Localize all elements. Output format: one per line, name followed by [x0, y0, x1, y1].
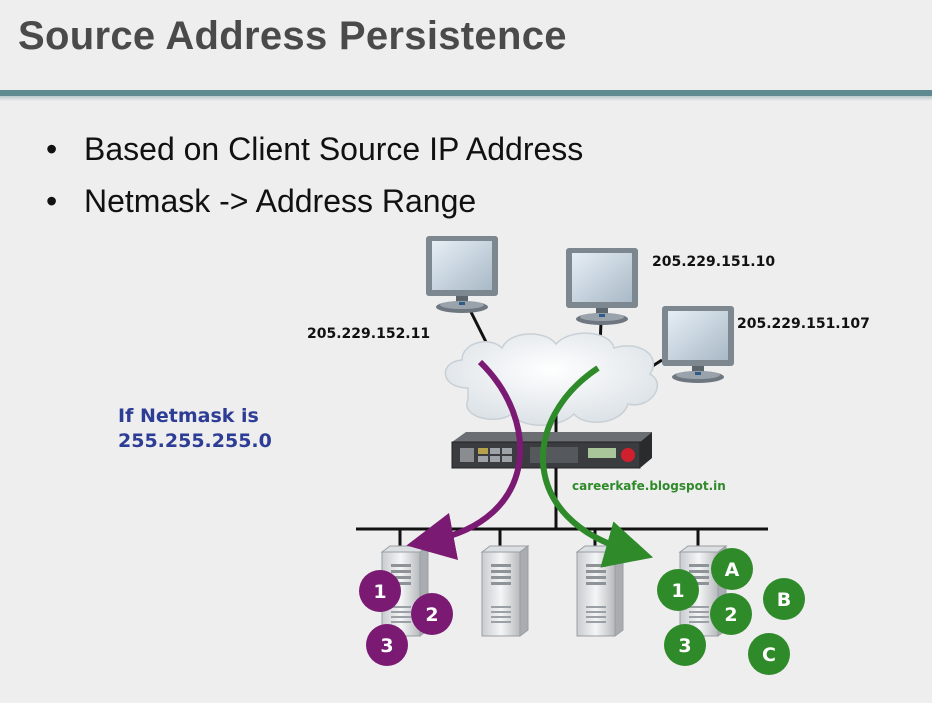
- green-connection-badges: 1 2 3 A B C: [657, 548, 805, 675]
- svg-text:A: A: [725, 559, 740, 581]
- client-ip-label: 205.229.151.107: [737, 316, 870, 332]
- svg-text:B: B: [777, 589, 791, 611]
- cloud-icon: [444, 332, 658, 426]
- purple-connection-arrow: [406, 359, 524, 561]
- connection-badge: 2: [710, 593, 752, 635]
- netmask-note-line: If Netmask is: [118, 405, 259, 427]
- svg-text:1: 1: [373, 581, 386, 603]
- netmask-note-value: 255.255.255.0: [118, 430, 272, 452]
- connection-badge: 3: [366, 624, 408, 666]
- connection-badge: 1: [359, 570, 401, 612]
- monitor-icon: [662, 306, 734, 383]
- purple-connection-badges: 1 2 3: [359, 570, 453, 666]
- bullet-item: • Based on Client Source IP Address: [46, 128, 583, 180]
- watermark-text: careerkafe.blogspot.in: [572, 479, 726, 493]
- bullet-dot: •: [46, 131, 58, 167]
- connection-badge: B: [763, 578, 805, 620]
- svg-text:3: 3: [678, 635, 691, 657]
- slide-title: Source Address Persistence: [18, 14, 567, 58]
- server-icon: [481, 545, 529, 637]
- bullet-list: • Based on Client Source IP Address • Netm…: [46, 128, 583, 232]
- monitor-icon: [566, 248, 638, 325]
- load-balancer-icon: [451, 432, 652, 469]
- title-divider: [0, 90, 932, 96]
- client-ip-label: 205.229.152.11: [307, 326, 431, 342]
- bullet-item: • Netmask -> Address Range: [46, 180, 583, 232]
- svg-text:3: 3: [380, 635, 393, 657]
- bullet-text: Based on Client Source IP Address: [84, 131, 584, 167]
- bullet-text: Netmask -> Address Range: [84, 183, 477, 219]
- title-divider-shadow: [0, 96, 932, 101]
- connection-badge: 1: [657, 569, 699, 611]
- svg-text:2: 2: [425, 604, 438, 626]
- client-ip-label: 205.229.151.10: [652, 254, 776, 270]
- connection-badge: C: [748, 633, 790, 675]
- server-bus: [356, 527, 768, 548]
- svg-text:C: C: [762, 644, 776, 666]
- server-icon: [576, 545, 624, 637]
- svg-text:1: 1: [671, 580, 684, 602]
- connection-badge: A: [711, 548, 753, 590]
- netmask-note: If Netmask is 255.255.255.0: [118, 404, 272, 454]
- monitor-icon: [426, 236, 498, 313]
- bullet-dot: •: [46, 183, 58, 219]
- svg-text:2: 2: [724, 604, 737, 626]
- green-connection-arrow: [540, 365, 654, 568]
- connection-badge: 2: [411, 593, 453, 635]
- connection-badge: 3: [664, 624, 706, 666]
